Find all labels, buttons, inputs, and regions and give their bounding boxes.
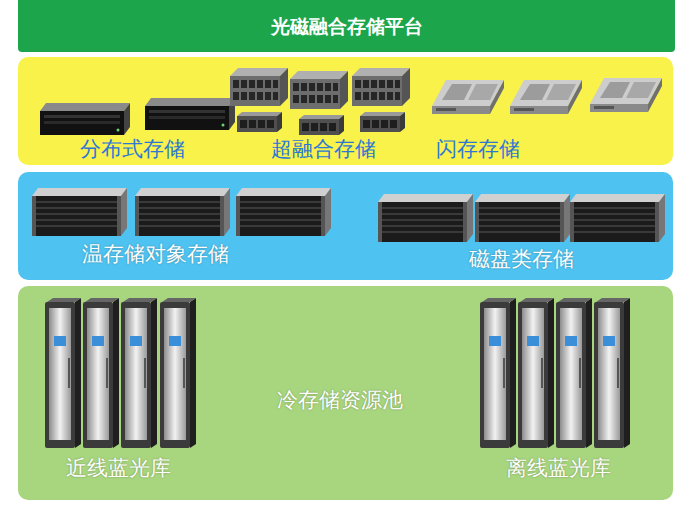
storage-label: 磁盘类存储 — [469, 247, 574, 272]
platform-bar: 光磁融合存储平台 — [18, 0, 675, 52]
library-label: 离线蓝光库 — [506, 456, 611, 481]
storage-label: 分布式存储 — [80, 137, 185, 162]
storage-label: 超融合存储 — [271, 137, 376, 162]
cold-tier-band: 冷存储资源池近线蓝光库 离线蓝光库 — [18, 286, 673, 500]
pool-label: 冷存储资源池 — [277, 388, 403, 413]
platform-title: 光磁融合存储平台 — [271, 15, 423, 38]
hot-tier-band: 分布式存储 超融合存储 闪存存储 — [18, 57, 673, 165]
library-label: 近线蓝光库 — [66, 456, 171, 481]
warm-tier-band: 温存储对象存储 磁盘类存储 — [18, 172, 673, 280]
storage-label: 闪存存储 — [436, 137, 520, 162]
storage-label: 温存储对象存储 — [82, 242, 229, 267]
